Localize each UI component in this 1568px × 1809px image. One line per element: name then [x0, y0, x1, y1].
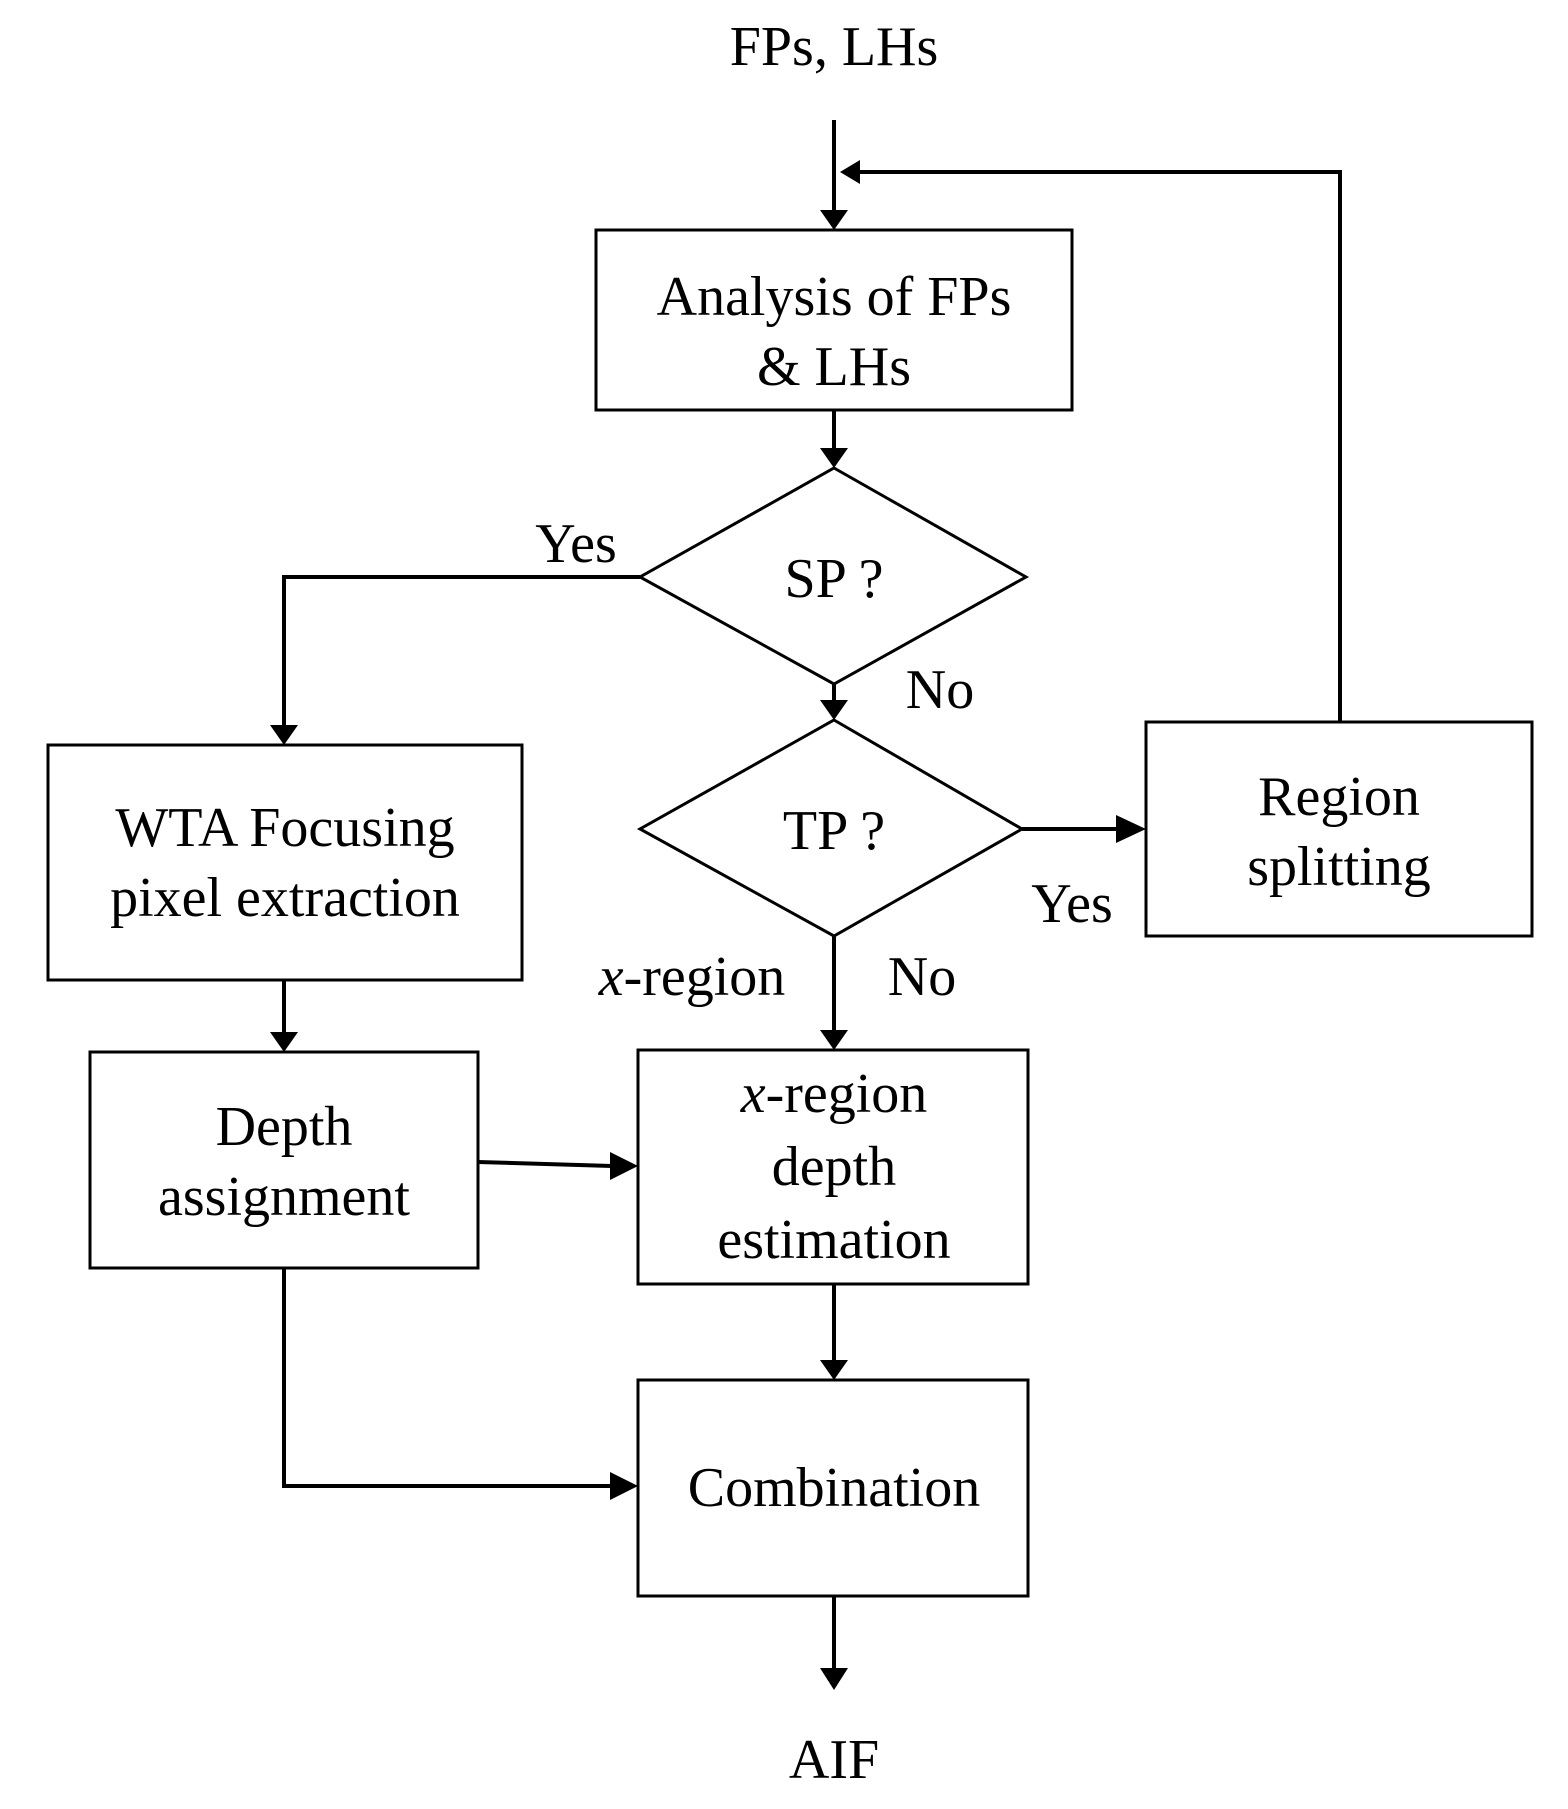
edges: [282, 120, 1342, 1670]
arrowhead-into-depth: [270, 1032, 298, 1052]
arrowhead-to-output: [820, 1668, 848, 1690]
arrowhead-into-combination-left: [610, 1472, 638, 1500]
output-label: AIF: [789, 1729, 879, 1791]
tp-no-label: No: [888, 946, 956, 1008]
sp-label: SP ?: [784, 548, 883, 610]
input-label: FPs, LHs: [730, 16, 939, 78]
xregion-depth-box: [636, 1048, 1030, 1286]
wta-label-line2: pixel extraction: [110, 867, 460, 929]
arrowhead-into-combination-top: [820, 1360, 848, 1380]
edge-sp-yes-to-wta: [282, 575, 640, 727]
arrowhead-into-tp: [820, 700, 848, 720]
tp-xregion-rest: -region: [624, 946, 786, 1008]
node-region-splitting: Region splitting: [1144, 720, 1534, 938]
depth-assignment-line2: assignment: [158, 1166, 410, 1228]
edge-depth-to-xregion: [477, 1160, 613, 1168]
wta-box: [46, 743, 524, 982]
node-wta: WTA Focusing pixel extraction: [46, 743, 524, 982]
tp-diamond: [636, 718, 1026, 938]
sp-diamond: [636, 466, 1030, 686]
depth-assignment-box: [88, 1050, 480, 1270]
arrowheads: [270, 160, 1146, 1690]
depth-assignment-line1: Depth: [216, 1096, 353, 1158]
tp-xregion-var: x: [598, 946, 624, 1008]
node-analysis: Analysis of FPs & LHs: [594, 228, 1074, 412]
xregion-depth-line1: x-region: [740, 1063, 928, 1125]
region-splitting-box: [1144, 720, 1534, 938]
tp-yes-label: Yes: [1031, 873, 1112, 935]
sp-yes-label: Yes: [535, 513, 616, 575]
xregion-depth-rest: -region: [766, 1063, 928, 1125]
arrowhead-into-analysis: [820, 210, 848, 230]
xregion-depth-var: x: [740, 1063, 766, 1125]
combination-box: [636, 1378, 1030, 1598]
analysis-box: [594, 228, 1074, 412]
edge-region-splitting-loop: [858, 170, 1342, 722]
arrowhead-into-xregion-top: [820, 1030, 848, 1050]
region-splitting-line1: Region: [1258, 766, 1420, 828]
arrowhead-into-sp: [820, 448, 848, 468]
node-tp-decision: TP ?: [636, 718, 1026, 938]
arrowhead-loop-into-top: [840, 160, 860, 184]
edge-depth-to-combination: [282, 1268, 612, 1488]
region-splitting-line2: splitting: [1247, 836, 1431, 898]
combination-label: Combination: [688, 1457, 980, 1519]
arrowhead-into-region-splitting: [1116, 815, 1146, 843]
node-xregion-depth: x-region depth estimation: [636, 1048, 1030, 1286]
wta-label-line1: WTA Focusing: [115, 797, 454, 859]
node-depth-assignment: Depth assignment: [88, 1050, 480, 1270]
analysis-label-line2: & LHs: [757, 336, 911, 398]
node-sp-decision: SP ?: [636, 466, 1030, 686]
arrowhead-into-xregion-left: [610, 1152, 638, 1180]
node-combination: Combination: [636, 1378, 1030, 1598]
sp-no-label: No: [906, 659, 974, 721]
tp-label: TP ?: [783, 800, 885, 862]
arrowhead-into-wta: [270, 725, 298, 745]
xregion-depth-line2: depth: [772, 1136, 896, 1198]
tp-xregion-label: x-region: [598, 946, 786, 1008]
xregion-depth-line3: estimation: [717, 1209, 950, 1271]
analysis-label-line1: Analysis of FPs: [657, 266, 1012, 328]
